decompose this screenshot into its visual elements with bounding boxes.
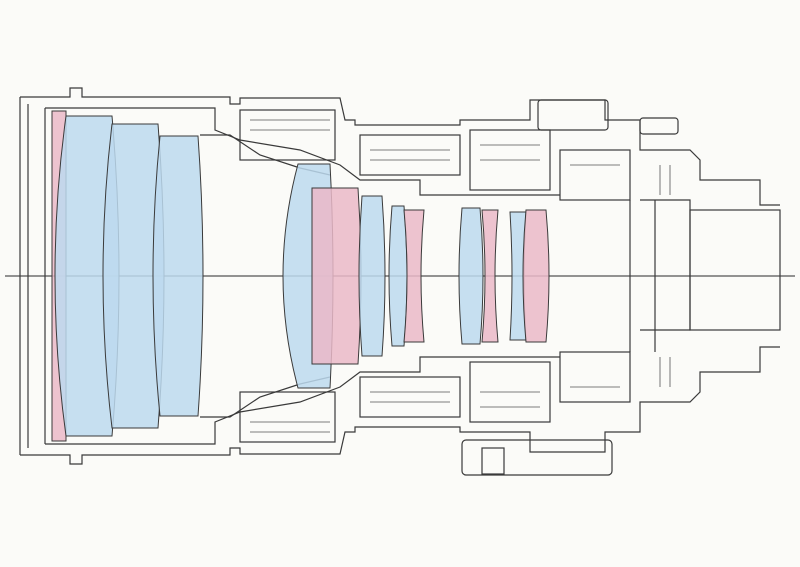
lens-element-l5b — [311, 187, 362, 365]
lens-barrel — [19, 87, 781, 476]
lens-element-l7 — [388, 205, 408, 347]
front-barrel-bottom — [20, 346, 780, 465]
lens-element-l4 — [152, 135, 204, 417]
mechanism-details — [250, 119, 671, 433]
lens-element-l6 — [358, 195, 386, 357]
lens-element-l10 — [481, 209, 499, 343]
lens-element-l8 — [403, 209, 425, 343]
lens-element-l9 — [458, 207, 484, 345]
lens-elements — [51, 110, 550, 442]
lens-element-l12 — [522, 209, 550, 343]
front-barrel-top — [20, 87, 780, 206]
